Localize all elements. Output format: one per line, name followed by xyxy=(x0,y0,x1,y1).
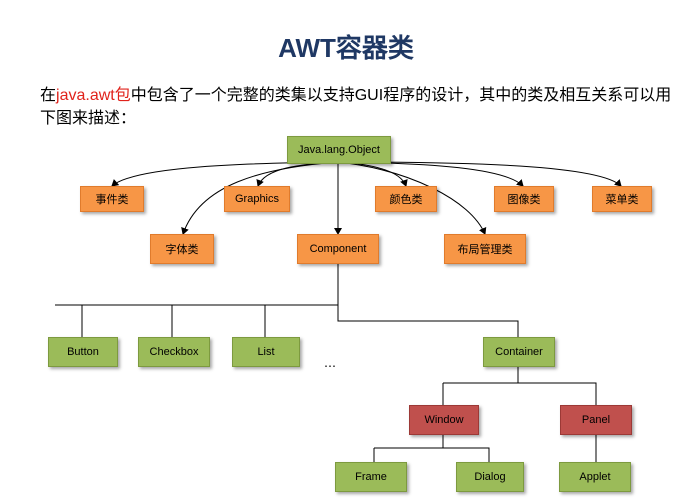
node-applet: Applet xyxy=(559,462,631,492)
title-latin: AWT xyxy=(278,33,336,63)
node-frame: Frame xyxy=(335,462,407,492)
node-font: 字体类 xyxy=(150,234,214,264)
intro-gui: GUI xyxy=(354,87,384,104)
node-layout: 布局管理类 xyxy=(444,234,526,264)
node-window: Window xyxy=(409,405,479,435)
node-image: 图像类 xyxy=(494,186,554,212)
arrow-to-graphics xyxy=(256,161,339,187)
line-to-panel xyxy=(443,382,597,405)
node-panel: Panel xyxy=(560,405,632,435)
node-checkbox: Checkbox xyxy=(138,337,210,367)
slide-title: AWT容器类 xyxy=(0,28,692,65)
arrow-to-font xyxy=(181,161,339,235)
node-color: 颜色类 xyxy=(375,186,437,212)
arrow-to-menu xyxy=(337,161,622,187)
ellipsis: … xyxy=(324,356,336,370)
intro-rest: 程序的设计，其中的类及相互关系可以用下图来描述： xyxy=(40,85,672,127)
node-dialog: Dialog xyxy=(456,462,524,492)
intro-package: java.awt包 xyxy=(56,87,131,104)
node-java-lang-object: Java.lang.Object xyxy=(287,136,391,164)
node-menu: 菜单类 xyxy=(592,186,652,212)
line-to-dialog xyxy=(374,447,490,462)
node-container: Container xyxy=(483,337,555,367)
arrow-to-image xyxy=(337,161,524,187)
intro-text: 在java.awt包中包含了一个完整的类集以支持GUI程序的设计，其中的类及相互… xyxy=(40,84,680,129)
node-events: 事件类 xyxy=(80,186,144,212)
node-button: Button xyxy=(48,337,118,367)
node-component: Component xyxy=(297,234,379,264)
intro-mid: 中包含了一个完整的类集以支持 xyxy=(130,85,355,104)
line-component-down xyxy=(337,264,519,337)
node-graphics: Graphics xyxy=(224,186,290,212)
node-list: List xyxy=(232,337,300,367)
intro-prefix: 在 xyxy=(40,85,57,104)
title-cn: 容器类 xyxy=(335,34,414,64)
